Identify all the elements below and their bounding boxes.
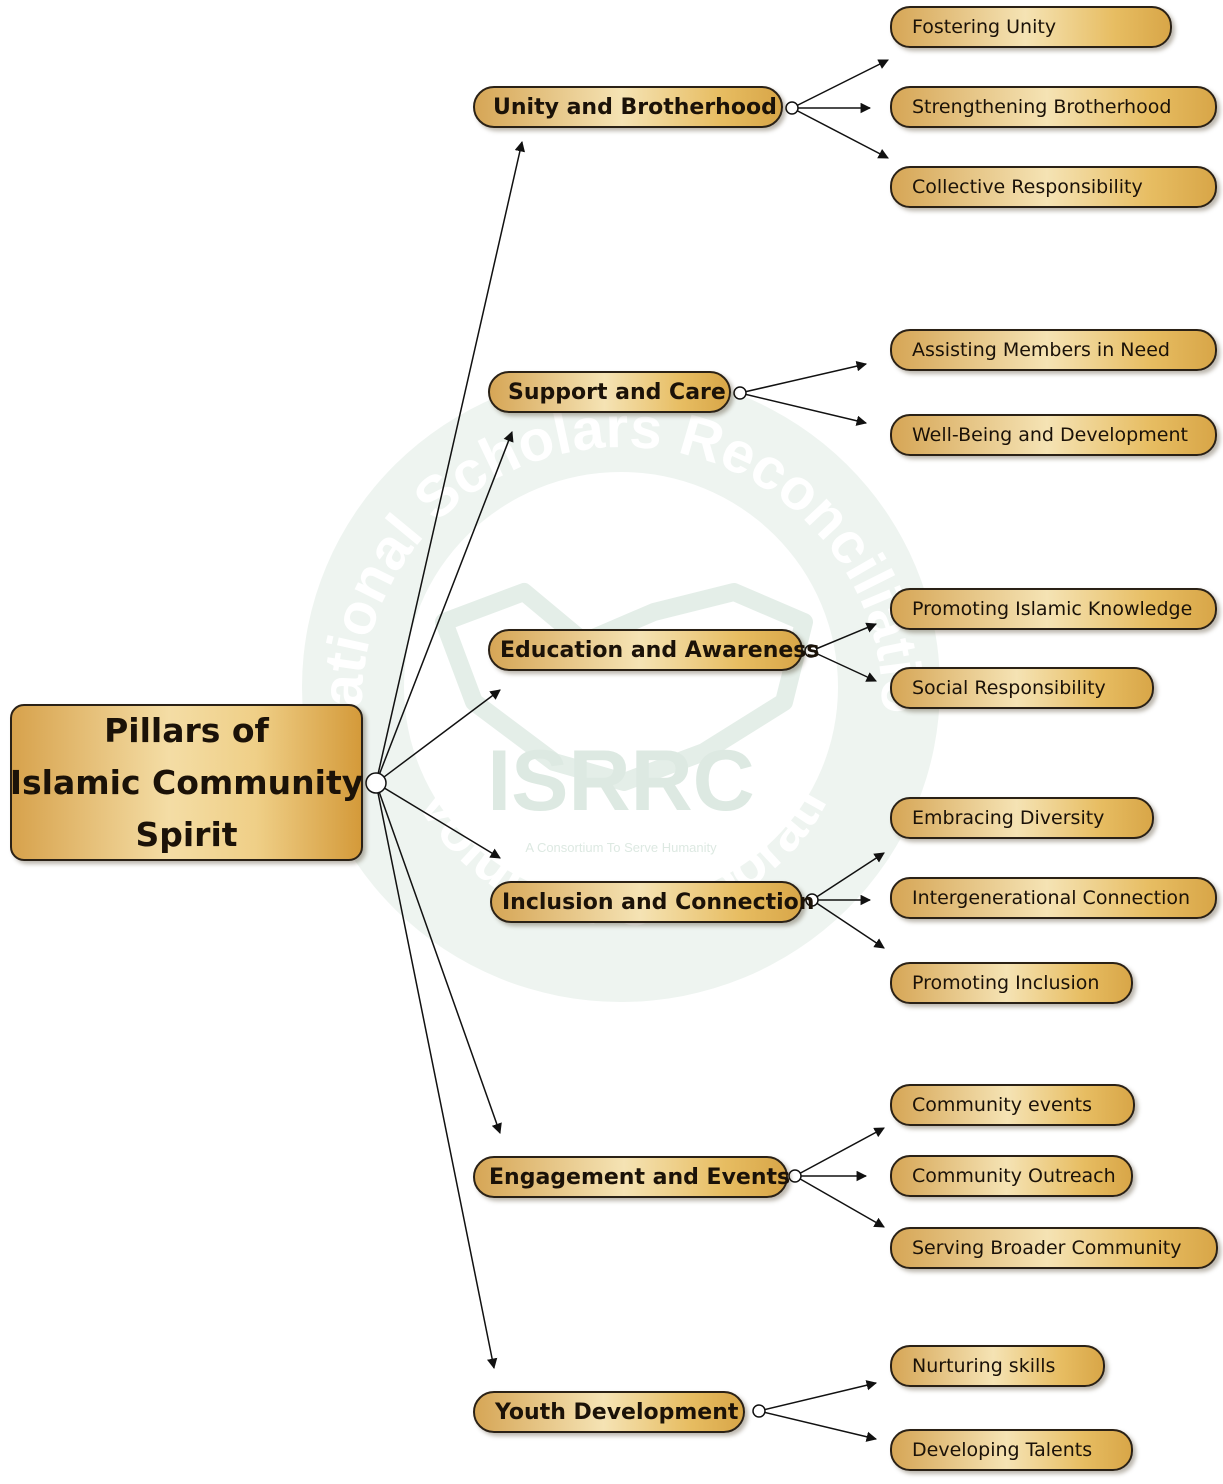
root-node[interactable]: Pillars of Islamic Community Spirit (10, 704, 363, 861)
connector-branch-4-leaf-1 (811, 852, 885, 901)
root-line-3: Spirit (135, 814, 238, 854)
leaf-collective-responsibility[interactable]: Collective Responsibility (890, 166, 1217, 208)
leaf-label: Intergenerational Connection (912, 887, 1191, 909)
leaf-strengthening-brotherhood[interactable]: Strengthening Brotherhood (890, 86, 1217, 128)
leaf-well-being[interactable]: Well-Being and Development (890, 414, 1217, 456)
leaf-label: Developing Talents (912, 1439, 1093, 1461)
leaf-label: Promoting Islamic Knowledge (912, 598, 1193, 620)
leaf-developing-talents[interactable]: Developing Talents (890, 1429, 1133, 1471)
connector-root-to-branch-6 (375, 782, 498, 1370)
branch-hub-5-icon (788, 1169, 802, 1183)
leaf-label: Community Outreach (912, 1165, 1116, 1187)
branch-label: Engagement and Events (489, 1164, 791, 1190)
watermark-tagline: A Consortium To Serve Humanity (525, 840, 717, 855)
connector-branch-5-leaf-3 (794, 1175, 885, 1228)
connector-root-to-branch-4 (375, 782, 501, 859)
leaf-nurturing-skills[interactable]: Nurturing skills (890, 1345, 1105, 1387)
branch-label: Unity and Brotherhood (493, 94, 777, 120)
connector-branch-3-leaf-2 (810, 650, 877, 682)
leaf-label: Strengthening Brotherhood (912, 96, 1172, 118)
branch-hub-4-icon (805, 893, 819, 907)
branch-hub-2-icon (733, 386, 747, 400)
leaf-serving-broader-community[interactable]: Serving Broader Community (890, 1227, 1218, 1269)
branch-support-care[interactable]: Support and Care (488, 371, 731, 413)
branch-youth-development[interactable]: Youth Development (473, 1391, 745, 1433)
leaf-label: Well-Being and Development (912, 424, 1188, 446)
branch-hub-6-icon (752, 1404, 766, 1418)
connector-branch-6-leaf-1 (758, 1380, 878, 1412)
connector-branch-6-leaf-2 (758, 1410, 878, 1442)
leaf-fostering-unity[interactable]: Fostering Unity (890, 6, 1172, 48)
leaf-community-events[interactable]: Community events (890, 1084, 1135, 1126)
leaf-label: Promoting Inclusion (912, 972, 1100, 994)
connector-branch-1-leaf-3 (791, 107, 889, 159)
connector-branch-4-leaf-3 (811, 899, 885, 949)
root-line-1: Pillars of (104, 710, 269, 750)
connector-root-to-branch-5 (375, 782, 502, 1134)
leaf-promoting-inclusion[interactable]: Promoting Inclusion (890, 962, 1133, 1004)
leaf-community-outreach[interactable]: Community Outreach (890, 1155, 1133, 1197)
leaf-label: Serving Broader Community (912, 1237, 1182, 1259)
leaf-social-responsibility[interactable]: Social Responsibility (890, 667, 1154, 709)
connector-branch-5-leaf-1 (794, 1127, 885, 1177)
leaf-assisting-members[interactable]: Assisting Members in Need (890, 329, 1217, 371)
leaf-intergenerational-connection[interactable]: Intergenerational Connection (890, 877, 1217, 919)
root-line-2: Islamic Community (9, 762, 364, 802)
branch-label: Inclusion and Connection (502, 889, 815, 915)
branch-label: Youth Development (495, 1399, 739, 1425)
branch-label: Support and Care (508, 379, 726, 405)
leaf-label: Community events (912, 1094, 1093, 1116)
root-hub-icon (365, 772, 387, 794)
leaf-label: Nurturing skills (912, 1355, 1056, 1377)
leaf-label: Assisting Members in Need (912, 339, 1170, 361)
watermark-title: ISRRC (487, 733, 755, 829)
connector-root-to-branch-3 (375, 689, 501, 784)
leaf-label: Embracing Diversity (912, 807, 1105, 829)
connector-branch-3-leaf-1 (810, 622, 877, 652)
branch-unity-brotherhood[interactable]: Unity and Brotherhood (473, 86, 783, 128)
connector-root-to-branch-2 (375, 431, 514, 784)
leaf-label: Collective Responsibility (912, 176, 1143, 198)
branch-hub-1-icon (785, 101, 799, 115)
leaf-label: Social Responsibility (912, 677, 1106, 699)
connector-root-to-branch-1 (375, 140, 526, 784)
branch-label: Education and Awareness (500, 637, 820, 663)
leaf-embracing-diversity[interactable]: Embracing Diversity (890, 797, 1154, 839)
connector-branch-2-leaf-2 (739, 392, 868, 426)
branch-hub-3-icon (804, 644, 818, 658)
leaf-label: Fostering Unity (912, 16, 1057, 38)
branch-inclusion-connection[interactable]: Inclusion and Connection (490, 881, 814, 923)
connector-branch-2-leaf-1 (739, 361, 868, 394)
leaf-promoting-islamic-knowledge[interactable]: Promoting Islamic Knowledge (890, 588, 1217, 630)
connector-branch-1-leaf-1 (791, 59, 889, 109)
branch-education-awareness[interactable]: Education and Awareness (488, 629, 819, 671)
branch-engagement-events[interactable]: Engagement and Events (473, 1156, 791, 1198)
